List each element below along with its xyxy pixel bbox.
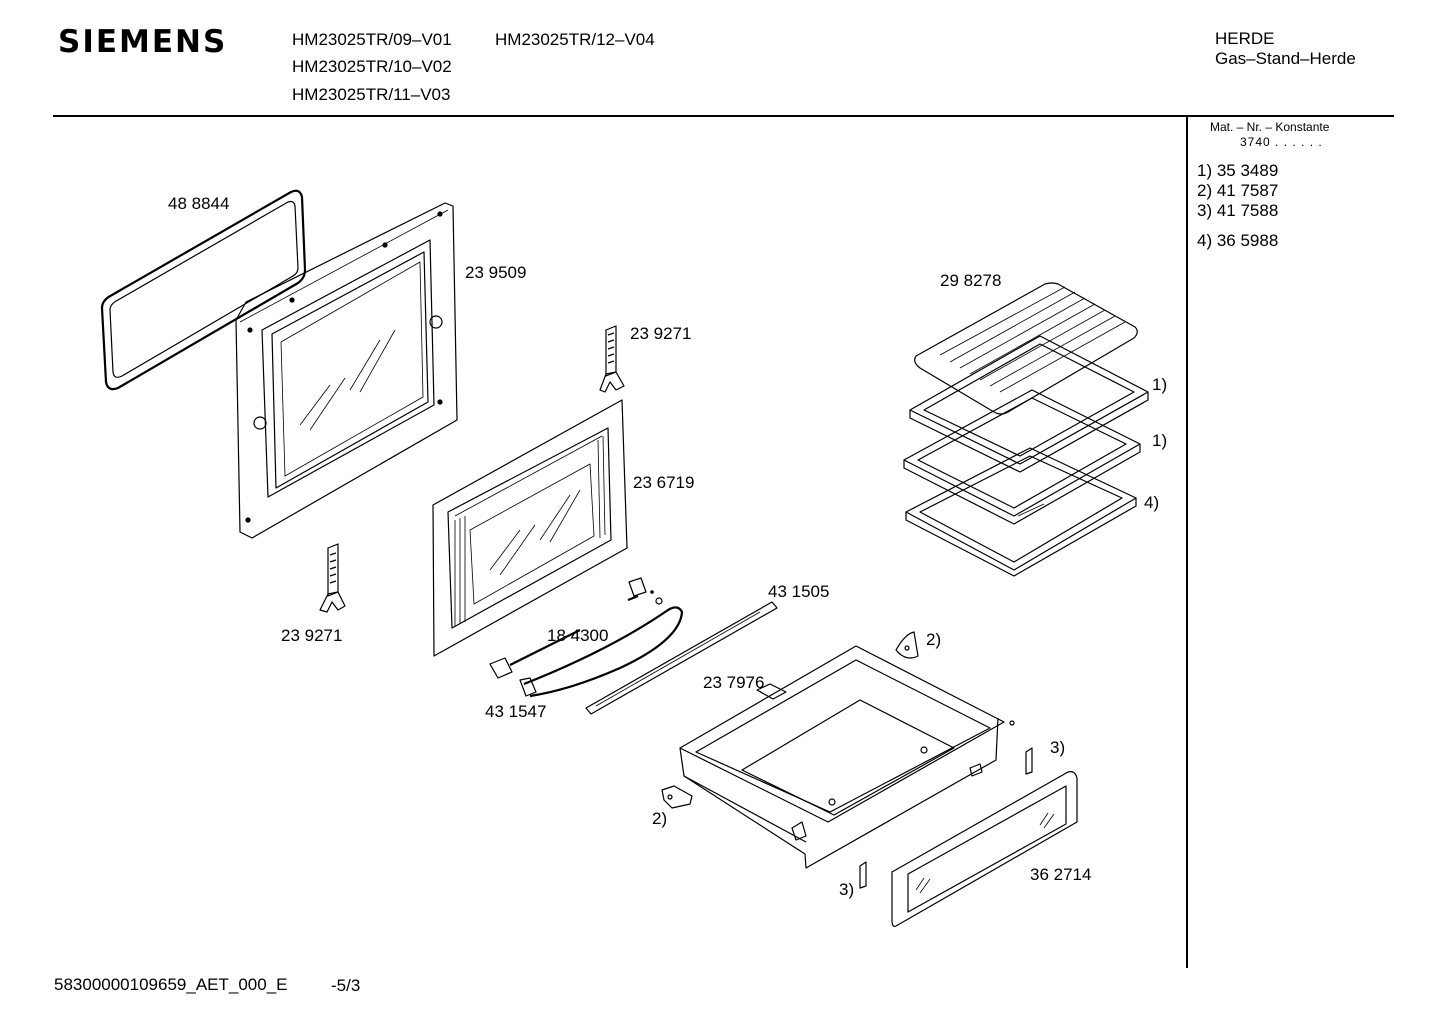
part-label-strip: 43 1505 — [768, 582, 830, 601]
part-label-inner-door: 23 9509 — [465, 263, 527, 282]
category-title: HERDE — [1215, 29, 1275, 48]
door-handle-part — [489, 577, 684, 698]
header-divider — [53, 115, 1394, 117]
panel-clip-part — [1025, 747, 1033, 775]
part-label-front-panel: 36 2714 — [1030, 865, 1092, 884]
callout-label: 2) — [926, 630, 942, 649]
callout-label: 1) — [1152, 375, 1168, 394]
callout-label: 3) — [1050, 738, 1066, 757]
material-number-value: 3740 . . . . . . — [1240, 135, 1323, 149]
drawer-clip-part — [895, 631, 919, 659]
model-number: HM23025TR/12–V04 — [495, 30, 655, 49]
panel-clip-part — [859, 861, 867, 889]
part-label-seal: 48 8844 — [168, 194, 230, 213]
document-id: 58300000109659_AET_000_E — [54, 975, 288, 994]
inner-door-part — [235, 202, 458, 539]
footnote-item: 4) 36 5988 — [1197, 231, 1279, 250]
category-subtitle: Gas–Stand–Herde — [1215, 49, 1356, 68]
material-number-label: Mat. – Nr. – Konstante — [1210, 120, 1330, 134]
page-number: -5/3 — [331, 976, 361, 995]
model-number: HM23025TR/09–V01 — [292, 30, 452, 49]
footnote-item: 1) 35 3489 — [1197, 161, 1279, 180]
part-label-drawer: 23 7976 — [703, 673, 765, 692]
hinge-left-part — [319, 543, 346, 613]
grease-tray-part — [905, 447, 1137, 577]
part-label-handle-end: 43 1547 — [485, 702, 547, 721]
footnote-item: 3) 41 7588 — [1197, 201, 1279, 220]
part-label-hinge: 23 9271 — [281, 626, 343, 645]
callout-label: 1) — [1152, 431, 1168, 450]
part-label-hinge: 23 9271 — [630, 324, 692, 343]
part-label-rack: 29 8278 — [940, 271, 1002, 290]
baking-tray-part — [909, 335, 1149, 473]
model-number: HM23025TR/11–V03 — [292, 85, 451, 104]
callout-label: 3) — [839, 880, 855, 899]
hinge-top-part — [599, 325, 625, 393]
part-label-handle: 18 4300 — [547, 626, 609, 645]
front-panel-part — [891, 771, 1078, 927]
storage-drawer-part — [679, 645, 1015, 869]
brand-logo: SIEMENS — [58, 24, 228, 60]
outer-door-part — [432, 399, 628, 657]
sidebar-divider — [1186, 116, 1188, 968]
baking-tray-part — [903, 389, 1141, 525]
oven-rack-part — [914, 282, 1138, 415]
callout-label: 2) — [652, 809, 668, 828]
drawer-clip-part — [661, 785, 693, 809]
footnote-item: 2) 41 7587 — [1197, 181, 1279, 200]
door-seal-part — [100, 189, 307, 391]
model-number: HM23025TR/10–V02 — [292, 57, 452, 76]
trim-strip-part — [585, 601, 778, 715]
part-label-outer-door: 23 6719 — [633, 473, 695, 492]
callout-label: 4) — [1144, 493, 1160, 512]
